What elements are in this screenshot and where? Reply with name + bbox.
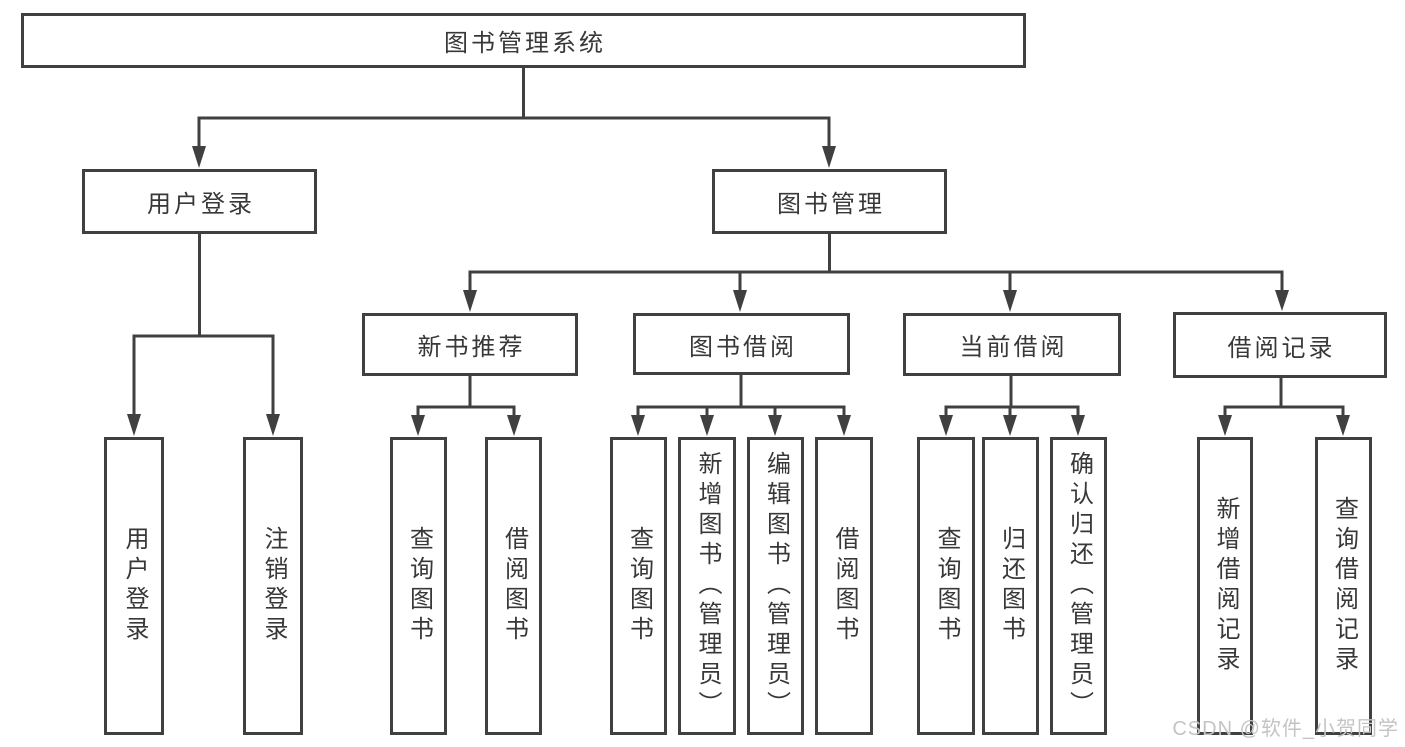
leaf-query-books: 查询图书 xyxy=(917,437,975,735)
connector-new-book-rec-to-leaves xyxy=(411,376,521,436)
node-label: 查询借阅记录 xyxy=(1330,496,1358,676)
node-current-borrowing: 当前借阅 xyxy=(903,313,1121,376)
node-label: 查询图书 xyxy=(405,526,433,646)
node-label: 借阅图书 xyxy=(831,526,858,646)
node-book-borrowing: 图书借阅 xyxy=(633,313,850,375)
node-label: 图书管理 xyxy=(777,191,885,218)
node-label: 归还图书 xyxy=(997,526,1025,646)
leaf-borrow-books: 借阅图书 xyxy=(815,437,873,735)
leaf-add-borrowing-record: 新增借阅记录 xyxy=(1197,437,1253,735)
node-library-management-system: 图书管理系统 xyxy=(21,13,1026,68)
leaf-return-books: 归还图书 xyxy=(982,437,1039,735)
node-label: 用户登录 xyxy=(147,191,255,218)
leaf-user-login: 用户登录 xyxy=(104,437,164,735)
node-label: 借阅记录 xyxy=(1227,334,1336,362)
node-label: 当前借阅 xyxy=(959,334,1068,361)
node-label: 图书管理系统 xyxy=(444,30,606,57)
node-label: 查询图书 xyxy=(933,526,960,646)
node-book-management: 图书管理 xyxy=(712,169,947,234)
node-label: 借阅图书 xyxy=(500,526,528,646)
connector-root-to-level1 xyxy=(192,68,836,168)
node-label: 新增借阅记录 xyxy=(1212,496,1239,676)
leaf-query-books: 查询图书 xyxy=(390,437,447,735)
leaf-logout: 注销登录 xyxy=(243,437,303,735)
csdn-watermark: CSDN @软件_小贺同学 xyxy=(1172,718,1399,740)
node-label: 新增图书（管理员） xyxy=(694,451,721,721)
connector-book-mgmt-to-level2 xyxy=(463,234,1289,312)
node-label: 注销登录 xyxy=(260,526,287,646)
node-label: 确认归还（管理员） xyxy=(1065,451,1093,721)
leaf-add-book-admin: 新增图书（管理员） xyxy=(678,437,736,735)
node-new-book-recommendation: 新书推荐 xyxy=(362,313,578,376)
node-label: 新书推荐 xyxy=(417,334,526,361)
leaf-query-borrowing-record: 查询借阅记录 xyxy=(1315,437,1372,735)
connector-borrow-records-to-leaves xyxy=(1218,378,1350,436)
node-label: 用户登录 xyxy=(121,526,148,646)
node-borrowing-records: 借阅记录 xyxy=(1173,312,1387,378)
node-user-login: 用户登录 xyxy=(82,169,317,234)
leaf-confirm-return-admin: 确认归还（管理员） xyxy=(1050,437,1107,735)
node-label: 查询图书 xyxy=(625,526,653,646)
connector-book-borrow-to-leaves xyxy=(631,374,851,436)
node-label: 图书借阅 xyxy=(689,333,797,361)
node-label: 编辑图书（管理员） xyxy=(762,451,790,721)
leaf-query-books: 查询图书 xyxy=(610,437,667,735)
leaf-edit-book-admin: 编辑图书（管理员） xyxy=(747,437,804,735)
connector-user-login-to-leaves xyxy=(127,234,280,436)
connector-current-borrow-to-leaves xyxy=(939,376,1085,436)
leaf-borrow-books: 借阅图书 xyxy=(485,437,542,735)
